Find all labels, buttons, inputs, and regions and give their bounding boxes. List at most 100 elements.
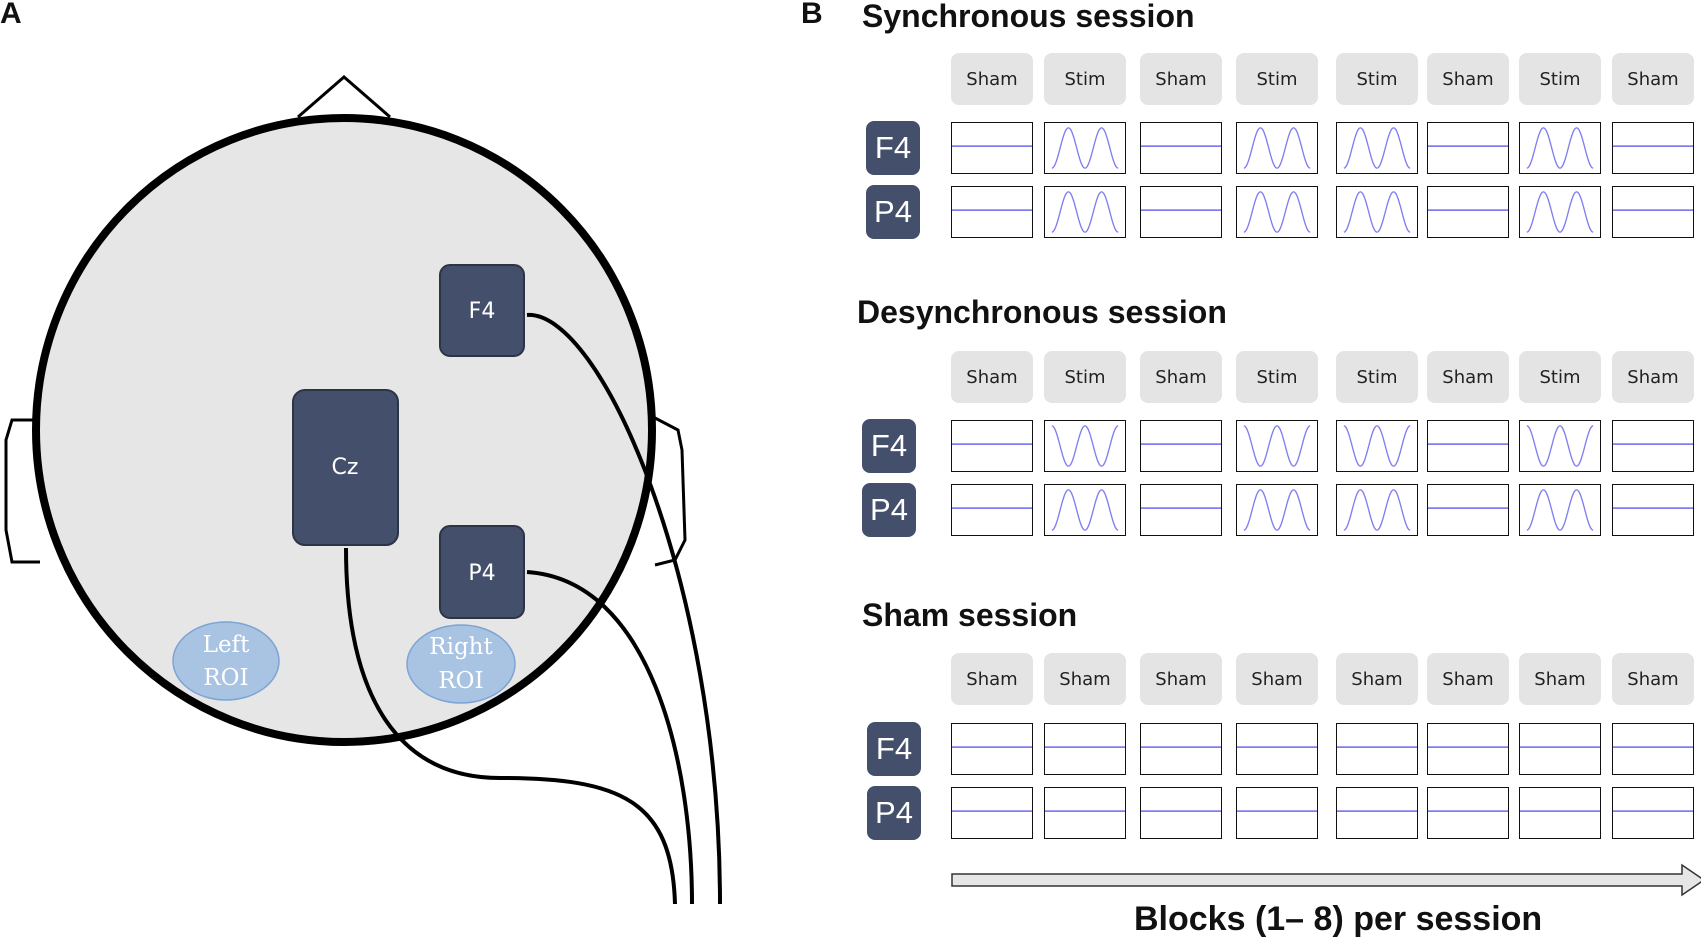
stim-sine-signal: [1343, 191, 1411, 233]
electrode-p4: P4: [439, 525, 525, 619]
stim-sine-signal: [1051, 191, 1119, 233]
roi-left: Left ROI: [172, 621, 280, 701]
waveform-f4-block: [1044, 122, 1126, 174]
nose-outline: [297, 75, 391, 119]
waveform-f4-block: [1427, 420, 1509, 472]
electrode-p4-label: P4: [468, 561, 495, 586]
block-condition-label: Sham: [1612, 653, 1694, 705]
session-title: Synchronous session: [862, 0, 1195, 34]
waveform-p4-block: [1336, 484, 1418, 536]
waveform-f4-block: [1519, 122, 1601, 174]
roi-right-line1: Right: [429, 634, 493, 660]
waveform-p4-block: [951, 186, 1033, 238]
channel-label-p4: P4: [866, 185, 920, 239]
session-title: Desynchronous session: [857, 294, 1227, 330]
roi-right: Right ROI: [406, 624, 516, 704]
panel-b-letter: B: [801, 0, 823, 30]
channel-label-f4: F4: [862, 419, 916, 473]
blocks-axis-label: Blocks (1– 8) per session: [1134, 900, 1543, 938]
electrode-cz: Cz: [292, 389, 399, 546]
block-condition-label: Stim: [1044, 53, 1126, 105]
channel-label-f4: F4: [867, 722, 921, 776]
waveform-f4-block: [1336, 723, 1418, 775]
waveform-p4-block: [1519, 787, 1601, 839]
waveform-f4-block: [951, 122, 1033, 174]
waveform-f4-block: [1336, 420, 1418, 472]
waveform-f4-block: [951, 723, 1033, 775]
electrode-f4: F4: [439, 264, 525, 357]
stim-sine-signal: [1343, 127, 1411, 169]
roi-left-line2: ROI: [203, 665, 248, 691]
waveform-p4-block: [1612, 186, 1694, 238]
stim-sine-signal: [1243, 191, 1311, 233]
block-condition-label: Sham: [1612, 351, 1694, 403]
stim-sine-signal: [1343, 489, 1411, 531]
waveform-f4-block: [1236, 122, 1318, 174]
waveform-p4-block: [1519, 186, 1601, 238]
waveform-f4-block: [1140, 420, 1222, 472]
waveform-p4-block: [1612, 787, 1694, 839]
waveform-p4-block: [1044, 787, 1126, 839]
cable-cz: [344, 547, 677, 905]
waveform-p4-block: [1336, 186, 1418, 238]
waveform-p4-block: [1140, 186, 1222, 238]
waveform-f4-block: [1236, 723, 1318, 775]
block-condition-label: Sham: [1427, 351, 1509, 403]
roi-right-line2: ROI: [438, 668, 483, 694]
waveform-p4-block: [1427, 186, 1509, 238]
stim-sine-signal: [1526, 425, 1594, 467]
block-condition-label: Sham: [1519, 653, 1601, 705]
waveform-f4-block: [1140, 122, 1222, 174]
stim-sine-signal: [1051, 489, 1119, 531]
waveform-f4-block: [1519, 420, 1601, 472]
block-condition-label: Sham: [1140, 351, 1222, 403]
block-condition-label: Sham: [1336, 653, 1418, 705]
block-condition-label: Sham: [951, 653, 1033, 705]
waveform-f4-block: [1612, 122, 1694, 174]
block-condition-label: Stim: [1044, 351, 1126, 403]
electrode-f4-label: F4: [469, 299, 496, 324]
block-condition-label: Sham: [1612, 53, 1694, 105]
waveform-p4-block: [1519, 484, 1601, 536]
waveform-f4-block: [1236, 420, 1318, 472]
waveform-p4-block: [1612, 484, 1694, 536]
block-condition-label: Stim: [1519, 53, 1601, 105]
channel-label-p4: P4: [862, 483, 916, 537]
block-condition-label: Sham: [1140, 53, 1222, 105]
waveform-f4-block: [1612, 723, 1694, 775]
waveform-f4-block: [1427, 122, 1509, 174]
stim-sine-signal: [1343, 425, 1411, 467]
channel-label-p4: P4: [867, 786, 921, 840]
waveform-p4-block: [1427, 484, 1509, 536]
block-condition-label: Sham: [1427, 653, 1509, 705]
stim-sine-signal: [1243, 489, 1311, 531]
block-condition-label: Sham: [1427, 53, 1509, 105]
block-condition-label: Sham: [1140, 653, 1222, 705]
block-condition-label: Sham: [951, 351, 1033, 403]
block-condition-label: Stim: [1519, 351, 1601, 403]
stim-sine-signal: [1526, 127, 1594, 169]
right-ear: [654, 416, 687, 567]
block-condition-label: Sham: [951, 53, 1033, 105]
waveform-f4-block: [1612, 420, 1694, 472]
roi-left-line1: Left: [203, 632, 250, 658]
head-diagram: Left ROI Right ROI F4 Cz P4: [4, 75, 722, 905]
waveform-f4-block: [1336, 122, 1418, 174]
block-condition-label: Stim: [1236, 53, 1318, 105]
block-condition-label: Stim: [1336, 53, 1418, 105]
cable-f4: [526, 312, 722, 905]
waveform-p4-block: [1140, 787, 1222, 839]
channel-label-f4: F4: [866, 121, 920, 175]
waveform-p4-block: [1236, 787, 1318, 839]
stim-sine-signal: [1051, 425, 1119, 467]
waveform-f4-block: [1427, 723, 1509, 775]
block-condition-label: Sham: [1044, 653, 1126, 705]
left-ear: [4, 418, 40, 564]
block-condition-label: Sham: [1236, 653, 1318, 705]
waveform-p4-block: [1140, 484, 1222, 536]
cable-p4: [526, 570, 694, 905]
block-condition-label: Stim: [1336, 351, 1418, 403]
panel-a-letter: A: [0, 0, 22, 30]
waveform-p4-block: [1427, 787, 1509, 839]
electrode-cz-label: Cz: [332, 455, 359, 480]
